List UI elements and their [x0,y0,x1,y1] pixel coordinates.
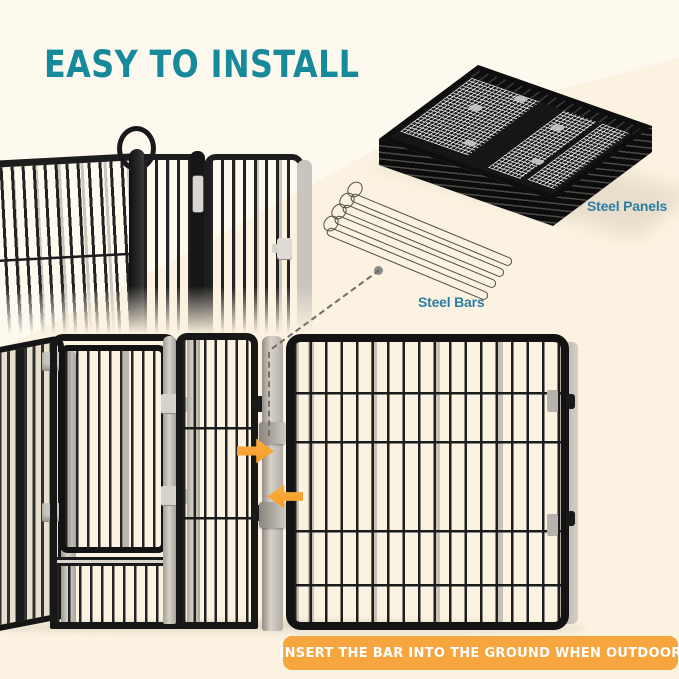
steel-bars-label: Steel Bars [418,294,485,310]
fence-panel-large [286,334,569,630]
connector-tab [253,505,263,521]
fence-post [163,336,176,624]
door-bottom-rail [57,557,171,566]
hinge [193,176,203,212]
fence-corner-post [129,149,145,335]
page-title: EASY TO INSTALL [44,43,360,86]
walk-through-door [59,345,167,553]
fence-panel-left [0,153,150,348]
callout-dot [374,266,383,275]
fence-panel-middle [144,154,194,341]
connector-tab [547,390,558,412]
outdoor-instruction-banner: INSERT THE BAR INTO THE GROUND WHEN OUTD… [279,636,679,670]
connector-tab [566,394,575,409]
connector-sleeve [259,422,286,444]
steel-panels-label: Steel Panels [587,198,668,214]
connector-tab [547,514,558,536]
banner-text: INSERT THE BAR INTO THE GROUND WHEN OUTD… [279,645,679,661]
door-panel [50,334,178,629]
connector-tab [566,511,575,526]
panel-lower-bars [57,566,171,622]
fence-post-faded [297,160,312,335]
insert-guide-dashed-line [268,352,270,436]
door-latch [272,238,292,259]
door-frame-member [16,348,24,622]
connector-tab [253,396,263,412]
fence-panel [176,333,258,629]
connecting-bar [259,336,286,631]
